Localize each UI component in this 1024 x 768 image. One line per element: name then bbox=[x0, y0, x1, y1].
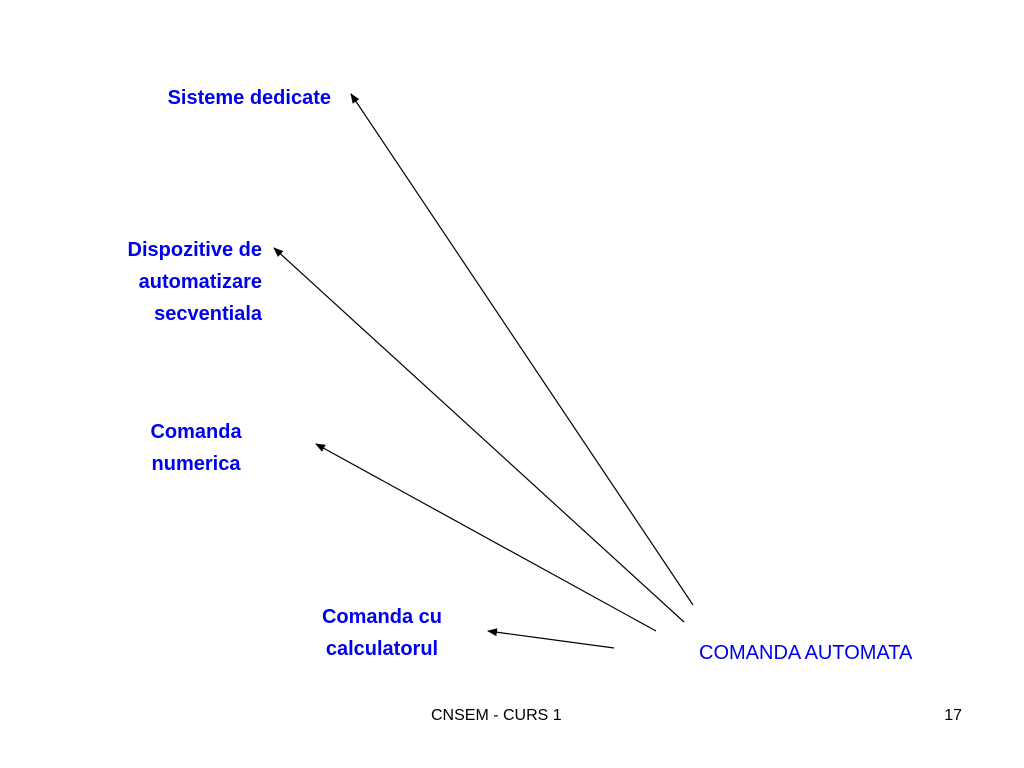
node-text: secventiala bbox=[154, 303, 262, 325]
node-comanda-numerica: Comanda numerica bbox=[121, 416, 271, 480]
node-text: Sisteme dedicate bbox=[167, 87, 331, 109]
node-text: Comanda bbox=[150, 421, 242, 443]
node-comanda-automata: COMANDA AUTOMATA bbox=[699, 637, 912, 669]
node-text: Comanda cu bbox=[321, 606, 443, 628]
footer-page-number: 17 bbox=[944, 707, 962, 724]
footer-course-title: CNSEM - CURS 1 bbox=[431, 707, 562, 724]
node-text: Dispozitive de bbox=[127, 239, 262, 261]
node-text: COMANDA AUTOMATA bbox=[699, 642, 913, 664]
node-text: calculatorul bbox=[325, 638, 439, 660]
arrow-to-sisteme-dedicate bbox=[350, 93, 694, 606]
arrow-to-dispozitive bbox=[273, 247, 685, 623]
node-sisteme-dedicate: Sisteme dedicate bbox=[168, 82, 331, 114]
arrow-to-comanda-calculator bbox=[487, 628, 615, 649]
arrow-to-comanda-numerica bbox=[315, 443, 657, 632]
node-comanda-calculator: Comanda cu calculatorul bbox=[298, 601, 466, 665]
node-dispozitive-automatizare: Dispozitive de automatizare secventiala bbox=[128, 234, 262, 330]
node-text: numerica bbox=[151, 453, 241, 475]
node-text: automatizare bbox=[138, 271, 262, 293]
